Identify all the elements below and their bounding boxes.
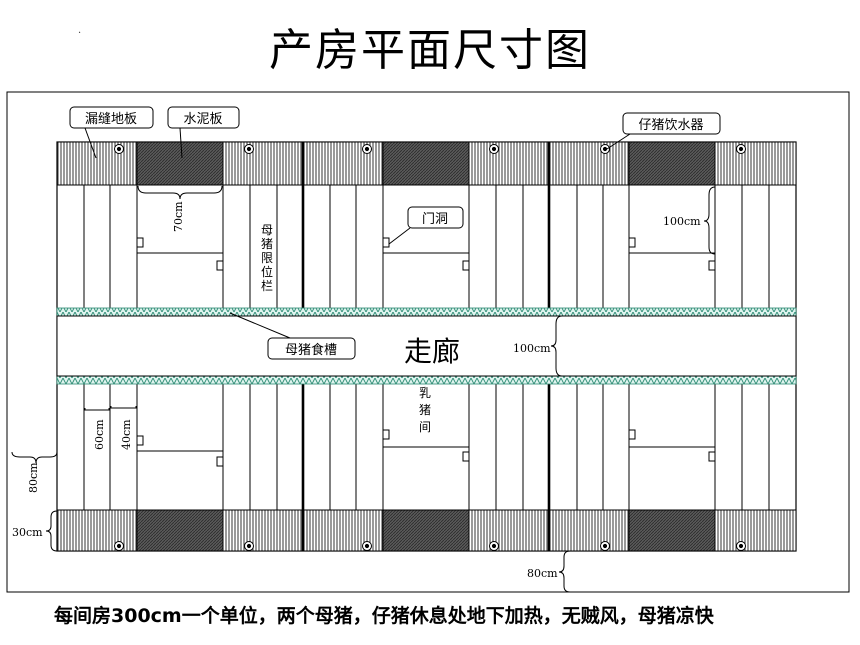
- nursery-label-char: 间: [419, 420, 431, 434]
- dimension-80cm-left-text: 80cm: [27, 462, 40, 493]
- stray-mark: ·: [78, 28, 82, 39]
- sow-crate-label-char: 母: [261, 223, 273, 237]
- callout-slatted-floor-text: 漏缝地板: [85, 111, 137, 127]
- callout-piglet-drinker: 仔猪饮水器: [606, 112, 721, 150]
- cement-board: [136, 141, 224, 186]
- cement-board: [136, 509, 224, 552]
- nursery-label-char: 乳: [419, 386, 431, 400]
- sow-crate-label-char: 猪: [261, 237, 273, 251]
- callout-door-opening-text: 门洞: [422, 212, 448, 227]
- callout-cement-board-text: 水泥板: [183, 112, 222, 127]
- callout-sow-trough: 母猪食槽: [229, 312, 356, 360]
- pen-bars-top: [83, 185, 770, 308]
- cement-board: [382, 141, 470, 186]
- dimension-70cm: 70cm: [137, 185, 223, 232]
- sow-trough-bottom: [56, 375, 797, 385]
- dimension-100cm-mid: 100cm: [513, 315, 563, 377]
- dimension-60cm-text: 60cm: [93, 419, 106, 450]
- dimension-30cm: 30cm: [12, 510, 58, 552]
- door-opening-mark: [136, 237, 716, 467]
- room-dividers: [301, 142, 551, 551]
- dimension-30cm-text: 30cm: [12, 526, 43, 539]
- nursery-label-char: 猪: [419, 403, 431, 417]
- sow-crate-label-char: 限: [261, 251, 273, 265]
- callout-sow-trough-text: 母猪食槽: [285, 342, 337, 358]
- cement-board: [382, 509, 470, 552]
- callout-cement-board: 水泥板: [167, 106, 240, 159]
- dimension-100cm-top-text: 100cm: [663, 215, 701, 228]
- cement-board: [628, 509, 716, 552]
- dimension-60cm: 60cm: [84, 408, 110, 450]
- cement-board: [628, 141, 716, 186]
- dimension-40cm-text: 40cm: [120, 419, 133, 450]
- corridor: [56, 315, 797, 377]
- dimension-80cm-bottom-text: 80cm: [527, 567, 558, 580]
- callout-slatted-floor: 漏缝地板: [69, 106, 154, 159]
- sow-crate-label: 母 猪 限 位 栏: [261, 223, 273, 293]
- piglet-drinker-icon: [114, 541, 746, 551]
- page-title: 产房平面尺寸图: [269, 25, 591, 76]
- sow-crate-label-char: 位: [261, 264, 273, 279]
- corridor-label: 走廊: [404, 335, 460, 368]
- callout-piglet-drinker-text: 仔猪饮水器: [638, 118, 703, 133]
- nursery-label: 乳 猪 间: [419, 386, 431, 434]
- sow-trough-top: [56, 307, 797, 317]
- callout-door-opening: 门洞: [388, 206, 464, 245]
- piglet-drinker-icon: [114, 144, 746, 154]
- dimension-70cm-text: 70cm: [172, 201, 185, 232]
- dimension-40cm: 40cm: [110, 406, 137, 450]
- dimension-80cm-bottom: 80cm: [527, 550, 571, 593]
- outer-frame: [6, 91, 850, 593]
- crate-rails: [137, 252, 715, 452]
- footnote: 每间房300cm一个单位，两个母猪，仔猪休息处地下加热，无贼风，母猪凉快: [54, 605, 714, 627]
- dimension-80cm-left: 80cm: [11, 451, 58, 493]
- dimension-100cm-mid-text: 100cm: [513, 342, 551, 355]
- sow-crate-label-char: 栏: [261, 278, 273, 293]
- dimension-100cm-top: 100cm: [663, 186, 716, 255]
